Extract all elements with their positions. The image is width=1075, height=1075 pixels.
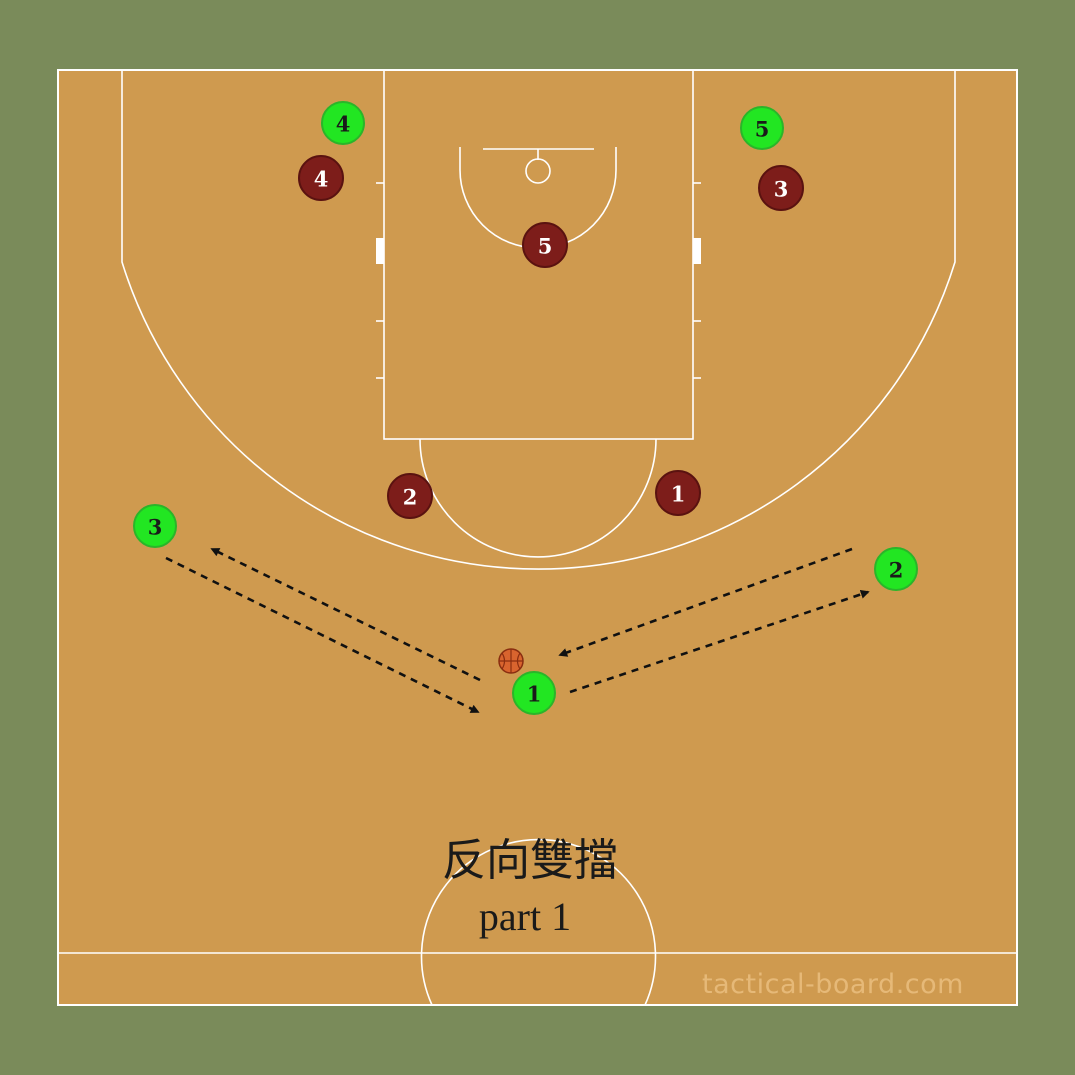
offense-player-3[interactable]: 3 — [133, 504, 177, 548]
offense-player-label: 4 — [336, 112, 351, 137]
three-point-line — [121, 70, 956, 570]
defense-player-3[interactable]: 3 — [758, 165, 804, 211]
defense-player-label: 4 — [314, 167, 329, 192]
defense-player-5[interactable]: 5 — [522, 222, 568, 268]
offense-player-5[interactable]: 5 — [740, 106, 784, 150]
defense-player-4[interactable]: 4 — [298, 155, 344, 201]
lane-block-left — [376, 238, 384, 264]
watermark: tactical-board.com — [702, 969, 964, 1000]
offense-player-label: 1 — [527, 682, 542, 707]
pass-arrows — [165, 547, 870, 714]
offense-player-label: 5 — [755, 117, 770, 142]
free-throw-circle — [419, 438, 657, 558]
lane-hash-marks — [376, 182, 701, 379]
rim — [525, 158, 551, 184]
defense-player-label: 3 — [774, 177, 789, 202]
pass-1-to-2 — [569, 590, 870, 694]
defense-player-label: 1 — [671, 482, 686, 507]
defense-player-1[interactable]: 1 — [655, 470, 701, 516]
pass-3-to-1 — [165, 556, 480, 714]
offense-player-label: 3 — [148, 515, 163, 540]
defense-player-label: 2 — [403, 485, 418, 510]
offense-player-2[interactable]: 2 — [874, 547, 918, 591]
offense-player-4[interactable]: 4 — [321, 101, 365, 145]
lane-block-right — [693, 238, 701, 264]
diagram-subtitle: part 1 — [479, 894, 571, 939]
offense-player-label: 2 — [889, 558, 904, 583]
offense-player-1[interactable]: 1 — [512, 671, 556, 715]
pass-1-to-3 — [210, 547, 481, 682]
defense-player-2[interactable]: 2 — [387, 473, 433, 519]
diagram-title: 反向雙擋 — [442, 835, 618, 886]
defense-player-label: 5 — [538, 234, 553, 259]
basketball-icon — [498, 648, 524, 674]
center-circle — [420, 838, 657, 1006]
